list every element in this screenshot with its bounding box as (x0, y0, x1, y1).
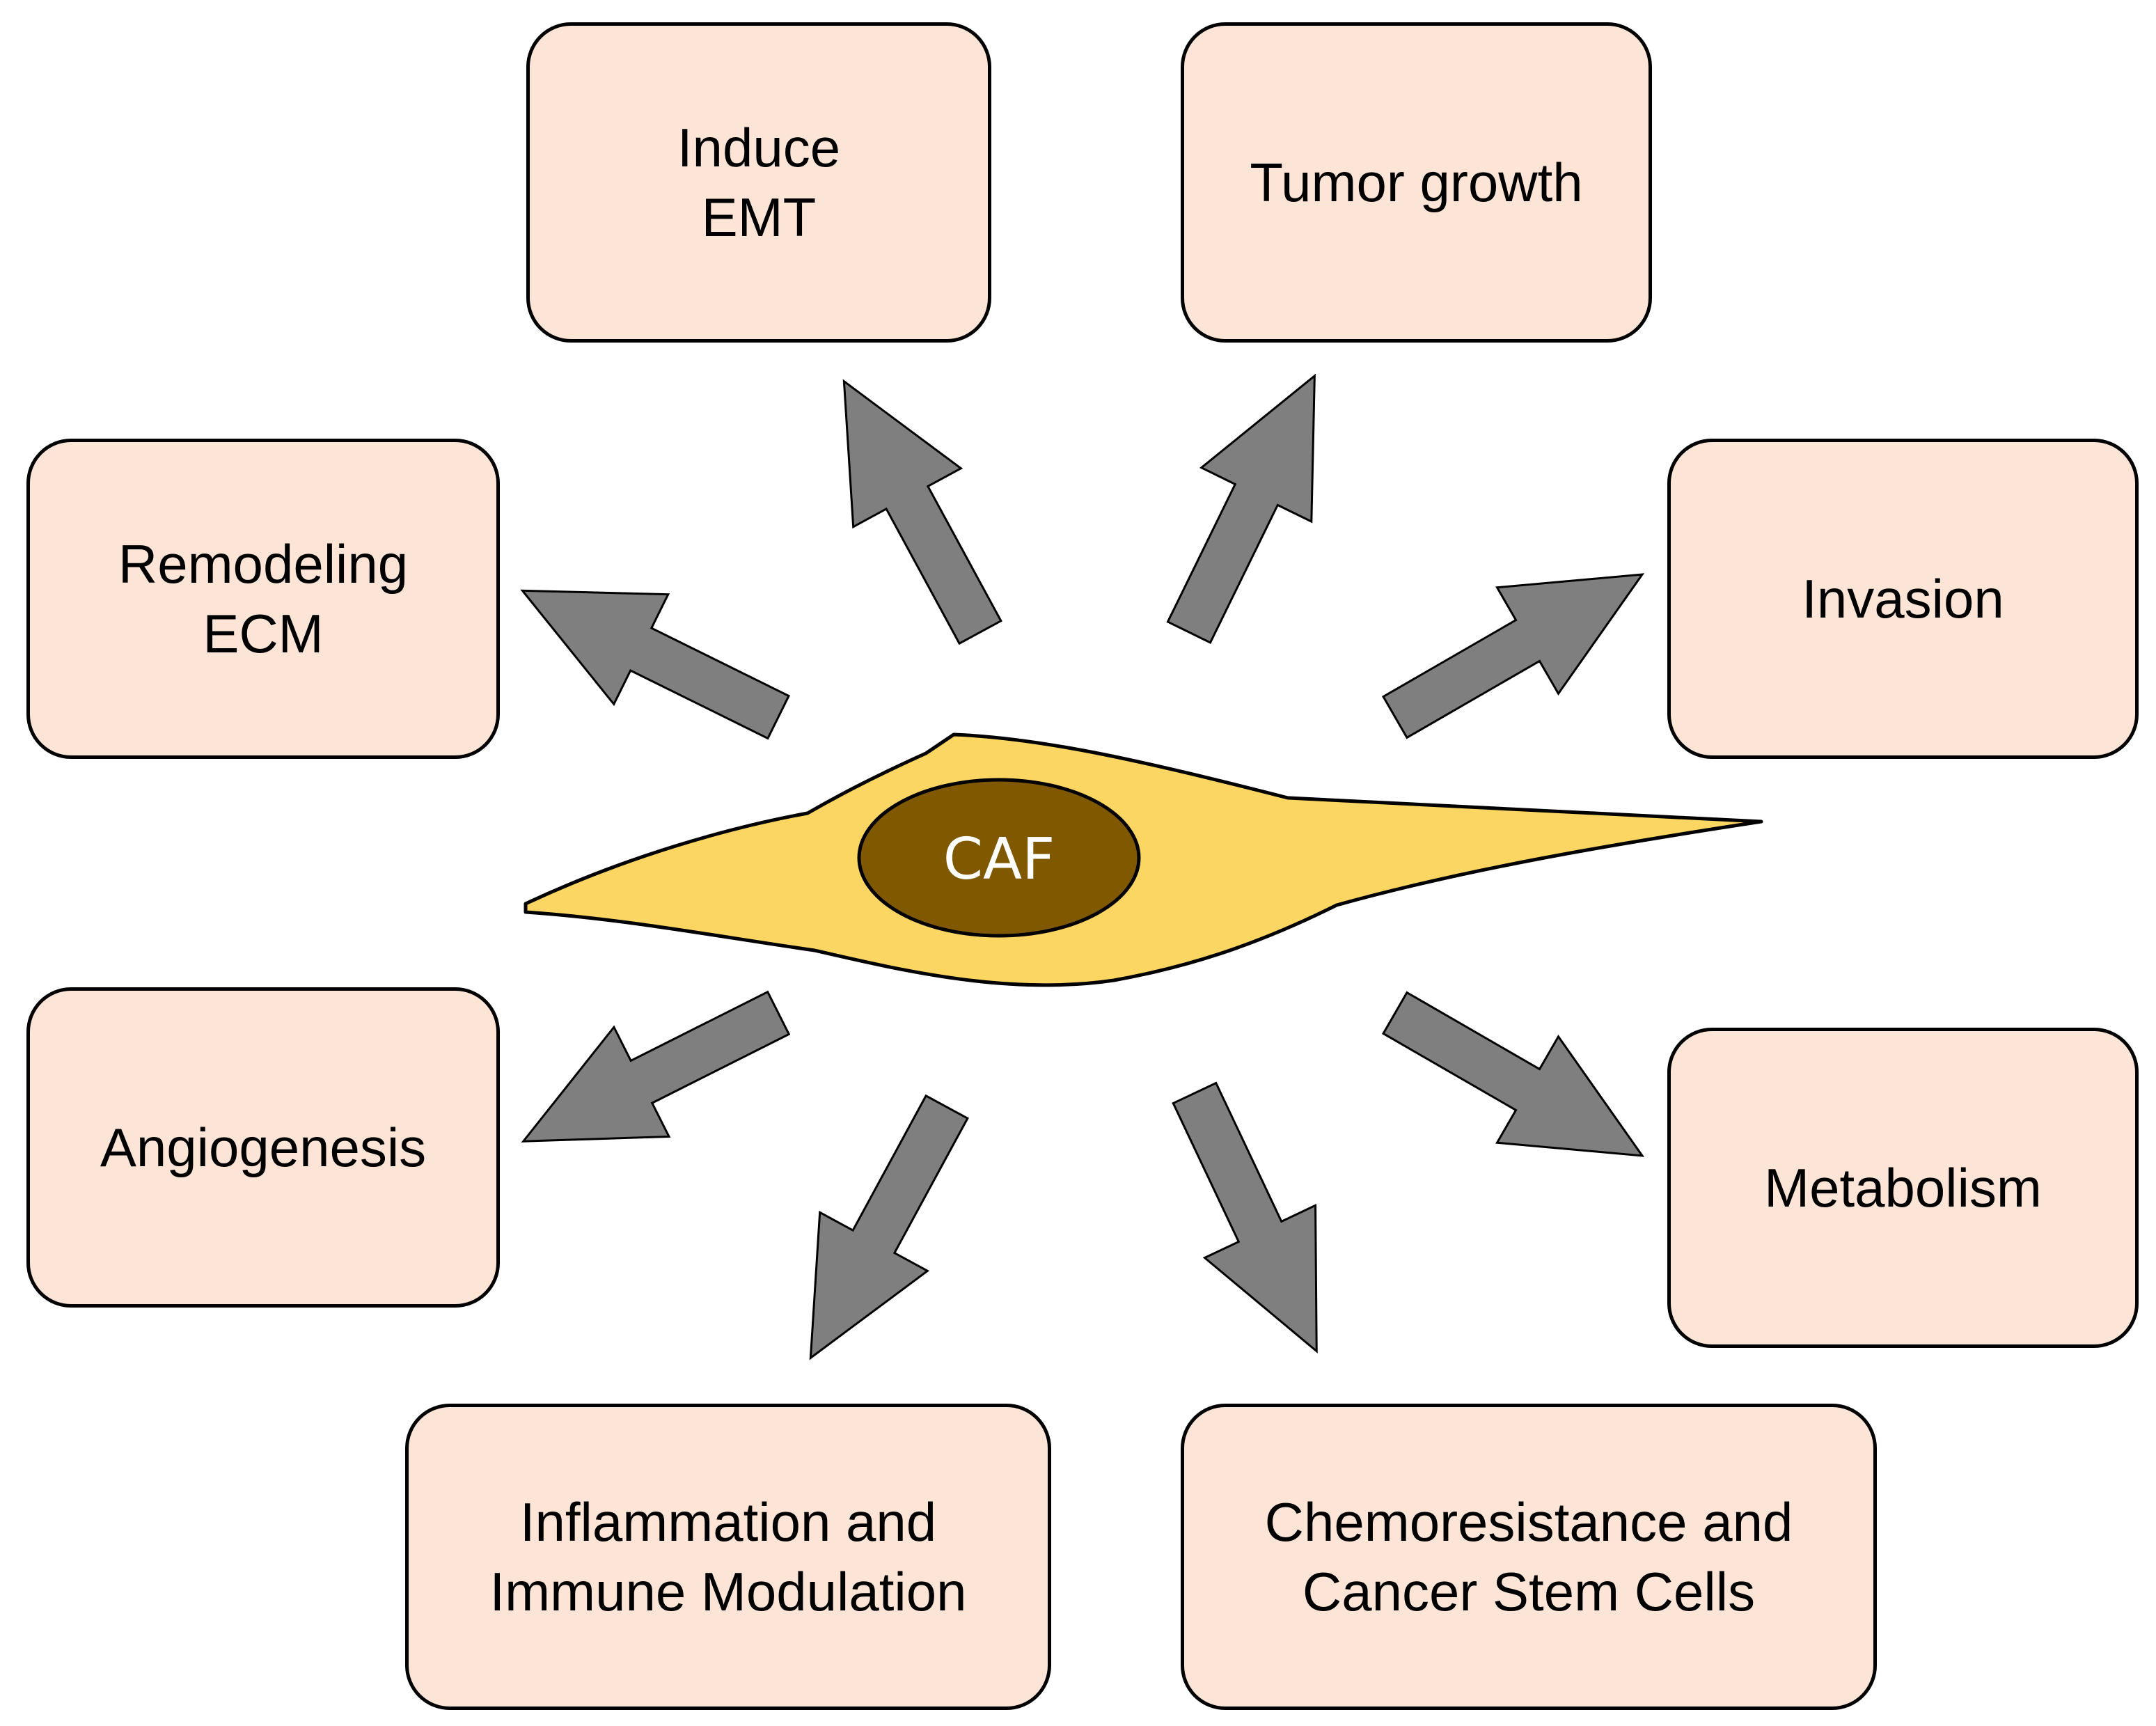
arrow-to-invasion (1363, 520, 1674, 771)
arrow-to-remodeling-ecm (494, 534, 807, 774)
invasion-label: Invasion (1802, 568, 2004, 629)
box-chemoresistance-cancer-stem-cells: Chemoresistance and Cancer Stem Cells (1181, 1404, 1877, 1710)
arrow-to-inflammation (755, 1076, 1002, 1388)
induce-emt-label: Induce EMT (677, 117, 841, 248)
box-tumor-growth: Tumor growth (1181, 22, 1652, 343)
arrow-to-tumor-growth (1133, 347, 1371, 661)
box-inflammation-immune-modulation: Inflammation and Immune Modulation (405, 1404, 1051, 1710)
remodeling-ecm-label: Remodeling ECM (118, 533, 409, 664)
caf-nucleus (857, 778, 1141, 938)
caf-label: CAF (943, 826, 1055, 893)
box-metabolism: Metabolism (1667, 1028, 2139, 1348)
arrow-to-angiogenesis (494, 957, 808, 1198)
arrow-to-metabolism (1363, 959, 1674, 1210)
caf-cell-body (524, 732, 1763, 987)
angiogenesis-label: Angiogenesis (100, 1117, 427, 1178)
box-remodeling-ecm: Remodeling ECM (26, 439, 500, 759)
inflammation-label: Inflammation and Immune Modulation (489, 1491, 967, 1622)
chemoresistance-label: Chemoresistance and Cancer Stem Cells (1264, 1491, 1793, 1622)
metabolism-label: Metabolism (1764, 1157, 2042, 1218)
arrow-to-chemoresistance (1138, 1065, 1374, 1379)
box-invasion: Invasion (1667, 439, 2139, 759)
box-induce-emt: Induce EMT (526, 22, 991, 343)
arrow-to-induce-emt (789, 351, 1035, 663)
box-angiogenesis: Angiogenesis (26, 987, 500, 1308)
tumor-growth-label: Tumor growth (1250, 152, 1583, 213)
